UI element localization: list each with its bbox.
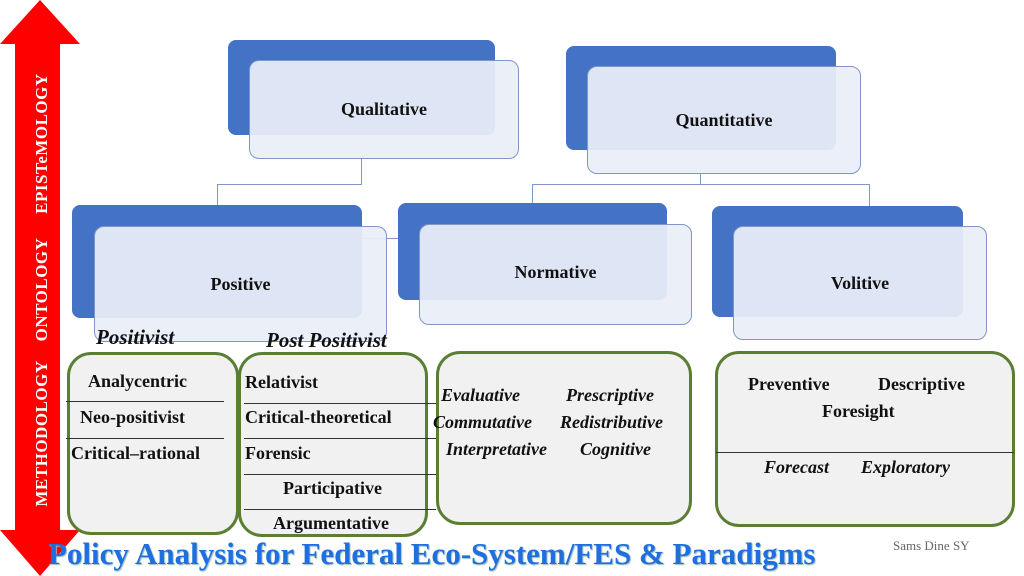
- author-credit: Sams Dine SY: [893, 538, 970, 553]
- list-item: Participative: [283, 478, 382, 498]
- post-positivist-heading: Post Positivist: [266, 328, 387, 352]
- quantitative-label: Quantitative: [675, 109, 773, 130]
- list-item: Redistributive: [560, 412, 663, 432]
- normative-node: Normative: [419, 224, 692, 325]
- list-item: Forensic: [245, 443, 311, 463]
- list-item: Argumentative: [273, 513, 389, 533]
- positivist-box: [67, 352, 239, 535]
- volitive-box: [715, 351, 1015, 527]
- quantitative-node: Quantitative: [587, 66, 861, 174]
- list-item: Foresight: [822, 401, 895, 421]
- list-item: Exploratory: [861, 457, 951, 477]
- qualitative-node: Qualitative: [249, 60, 519, 159]
- list-item: Relativist: [245, 372, 318, 392]
- vertical-double-arrow: [0, 0, 80, 576]
- normative-box: [436, 351, 692, 525]
- volitive-label: Volitive: [830, 272, 890, 293]
- list-item: Descriptive: [878, 374, 965, 394]
- qualitative-label: Qualitative: [341, 99, 427, 119]
- list-item: Critical-theoretical: [245, 407, 392, 427]
- slide-title: Policy Analysis for Federal Eco-System/F…: [48, 536, 816, 571]
- volitive-node: Volitive: [733, 226, 987, 340]
- positive-label: Positive: [210, 273, 271, 294]
- list-item: Evaluative: [441, 385, 520, 405]
- positive-node: Positive: [94, 226, 387, 342]
- list-item: Analycentric: [88, 371, 187, 391]
- list-item: Interpretative: [446, 439, 547, 459]
- list-item: Critical–rational: [71, 443, 200, 463]
- list-item: Forecast: [764, 457, 829, 477]
- axis-labels: METHODOLOGY ONTOLOGY EPISTeMOLOGY: [32, 73, 52, 506]
- normative-label: Normative: [514, 262, 597, 282]
- list-item: Commutative: [433, 412, 532, 432]
- post-positivist-box: [238, 352, 428, 537]
- ontology-label: ONTOLOGY: [32, 237, 51, 342]
- methodology-label: METHODOLOGY: [32, 360, 51, 507]
- epistemology-label: EPISTeMOLOGY: [32, 73, 51, 214]
- positivist-heading: Positivist: [96, 325, 175, 349]
- list-item: Neo-positivist: [80, 407, 185, 427]
- list-item: Prescriptive: [566, 385, 654, 405]
- list-item: Cognitive: [580, 439, 651, 459]
- list-item: Preventive: [748, 374, 830, 394]
